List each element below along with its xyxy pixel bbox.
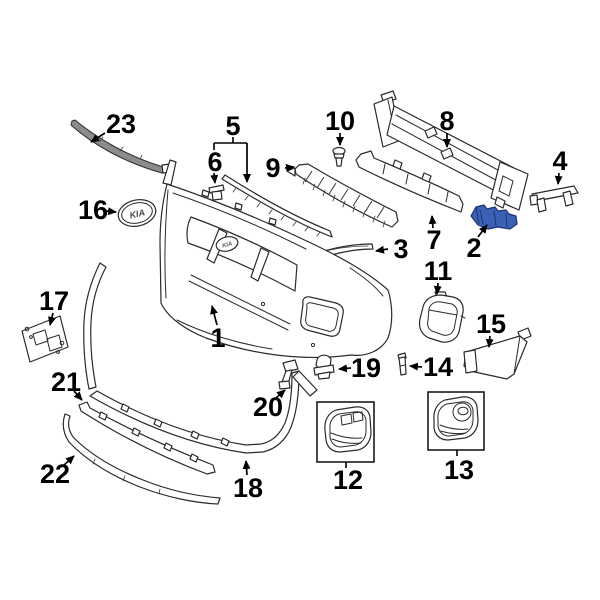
svg-text:7: 7: [426, 225, 441, 255]
svg-text:13: 13: [444, 455, 474, 485]
part-5-cover-strip[interactable]: [221, 174, 333, 238]
part-14-pin[interactable]: [397, 352, 407, 376]
callout-16[interactable]: 16: [78, 195, 117, 225]
svg-text:18: 18: [233, 473, 263, 503]
svg-text:1: 1: [210, 323, 225, 353]
part-22-lower-lip[interactable]: [62, 413, 221, 505]
callout-17[interactable]: 17: [39, 286, 69, 326]
callout-8[interactable]: 8: [439, 106, 455, 148]
part-18-lower-deflector[interactable]: [83, 262, 318, 454]
svg-text:19: 19: [351, 353, 381, 383]
part-13-fog-cover-group[interactable]: [427, 391, 485, 451]
part-4-side-bracket[interactable]: [529, 185, 579, 213]
svg-text:17: 17: [39, 286, 69, 316]
callout-11[interactable]: 11: [424, 256, 453, 295]
svg-text:10: 10: [325, 106, 355, 136]
callout-21[interactable]: 21: [51, 367, 83, 401]
callout-15[interactable]: 15: [476, 309, 506, 348]
svg-text:22: 22: [40, 459, 70, 489]
svg-text:8: 8: [439, 106, 454, 136]
callout-3[interactable]: 3: [375, 234, 409, 264]
callout-13[interactable]: 13: [444, 450, 474, 485]
part-11-fog-bezel[interactable]: [418, 291, 466, 343]
callout-7[interactable]: 7: [426, 215, 442, 255]
callout-4[interactable]: 4: [552, 146, 568, 185]
part-2-center-bracket[interactable]: [470, 204, 518, 230]
svg-text:5: 5: [225, 111, 240, 141]
callout-5[interactable]: 5: [213, 111, 251, 183]
bumper-logo-text: KIA: [222, 241, 233, 249]
callout-20[interactable]: 20: [253, 389, 286, 422]
part-16-kia-emblem[interactable]: KIA: [116, 196, 159, 230]
callout-2[interactable]: 2: [466, 224, 488, 263]
callout-23[interactable]: 23: [90, 109, 136, 143]
part-17-license-bracket[interactable]: [21, 315, 69, 363]
callout-6[interactable]: 6: [207, 147, 223, 184]
part-20-side-bracket[interactable]: [278, 359, 299, 390]
callout-14[interactable]: 14: [409, 352, 453, 382]
svg-text:16: 16: [78, 195, 108, 225]
callout-10[interactable]: 10: [325, 106, 355, 146]
part-1-bumper-cover[interactable]: KIA: [159, 159, 393, 359]
svg-text:6: 6: [207, 147, 222, 177]
callout-1[interactable]: 1: [210, 305, 226, 353]
svg-text:12: 12: [333, 465, 363, 495]
emblem-text: KIA: [129, 207, 146, 220]
svg-text:20: 20: [253, 392, 283, 422]
svg-text:3: 3: [393, 234, 408, 264]
part-10-clip[interactable]: [332, 146, 346, 167]
part-13-box: [427, 391, 485, 451]
part-12-fog-cover-group[interactable]: [316, 401, 375, 463]
callout-19[interactable]: 19: [338, 353, 381, 383]
svg-text:15: 15: [476, 309, 506, 339]
svg-text:9: 9: [265, 153, 280, 183]
callout-12[interactable]: 12: [333, 462, 363, 495]
part-6-clip[interactable]: [208, 184, 225, 201]
svg-text:11: 11: [424, 256, 453, 286]
svg-text:23: 23: [106, 109, 136, 139]
part-7-energy-absorber[interactable]: [355, 150, 464, 213]
part-15-air-guide[interactable]: [463, 327, 532, 380]
part-9-sight-shield[interactable]: [286, 163, 399, 228]
svg-text:21: 21: [51, 367, 81, 397]
svg-text:14: 14: [423, 352, 453, 382]
part-8-impact-bar[interactable]: [373, 90, 529, 211]
svg-text:4: 4: [552, 146, 567, 176]
callout-9[interactable]: 9: [265, 153, 295, 183]
part-21-lower-molding[interactable]: [78, 401, 216, 475]
callouts: 1 2 3 4 5 6 7 8: [39, 106, 568, 503]
svg-text:2: 2: [466, 233, 481, 263]
part-19-clip[interactable]: [313, 354, 335, 380]
callout-22[interactable]: 22: [40, 455, 75, 489]
callout-18[interactable]: 18: [233, 460, 263, 503]
